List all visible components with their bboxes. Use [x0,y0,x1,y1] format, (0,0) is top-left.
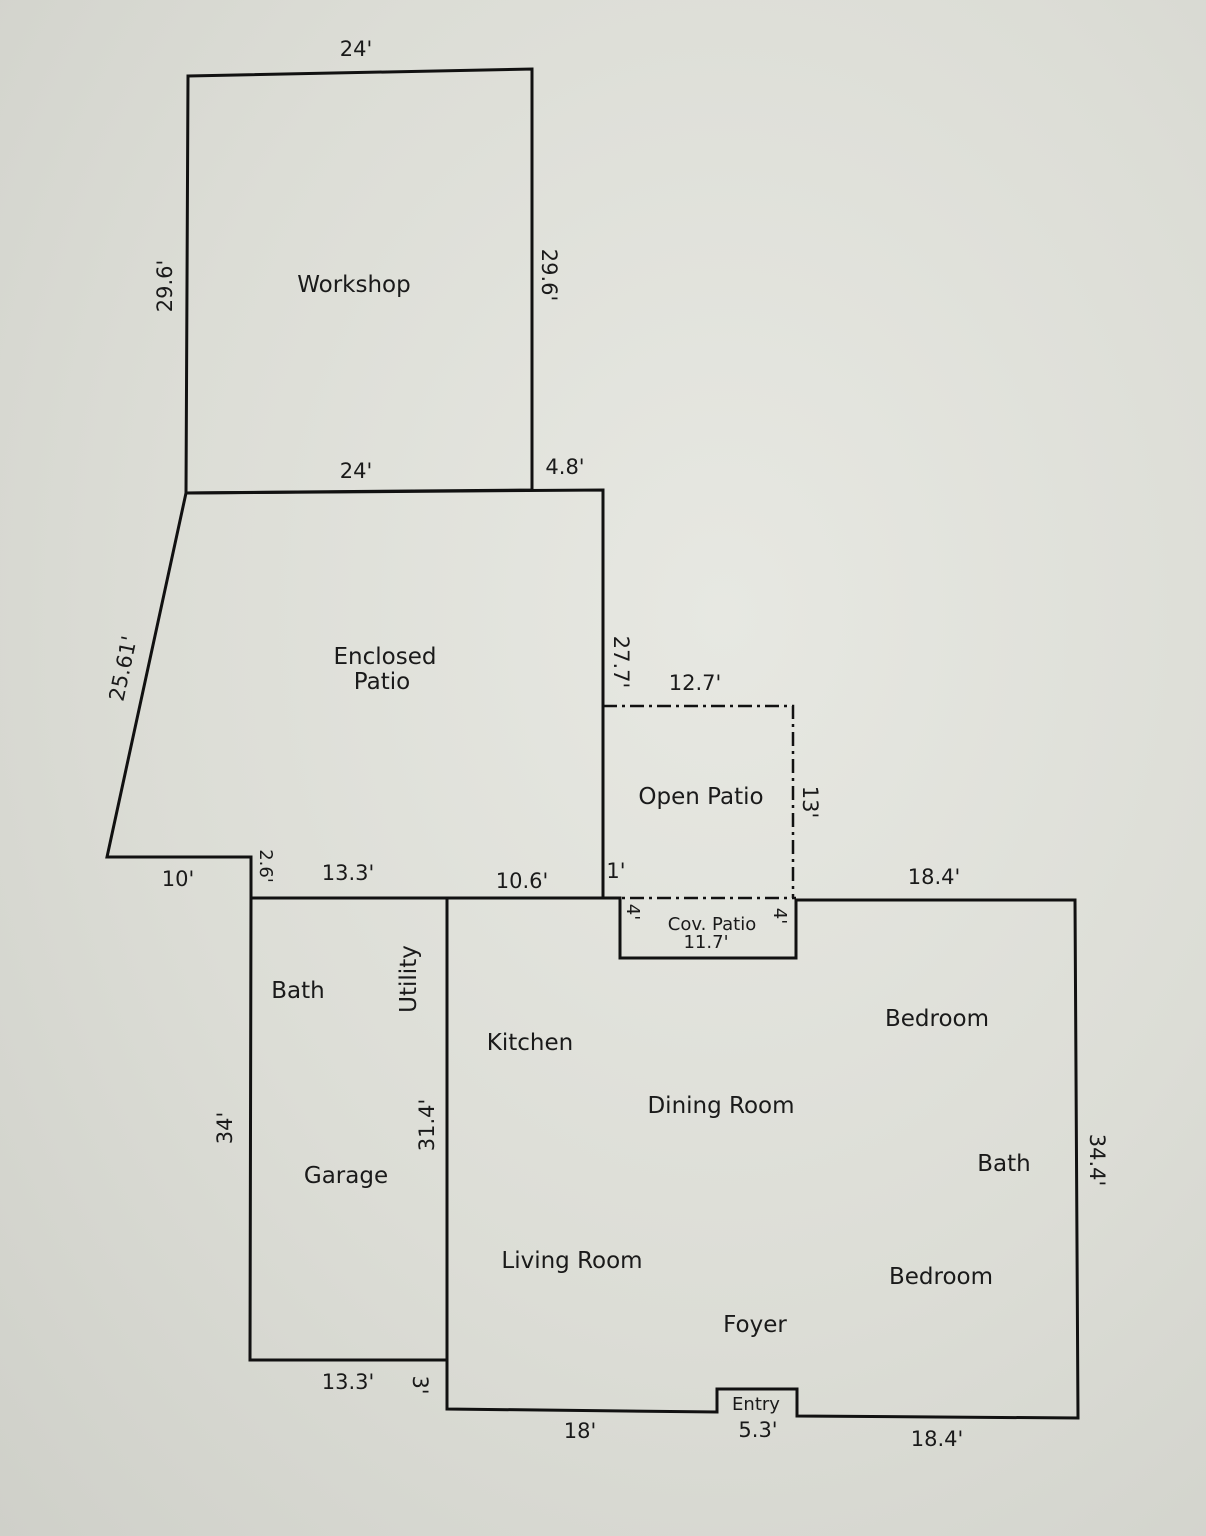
dim-utility-wall: 31.4' [415,1099,439,1152]
dim-workshop-top: 24' [340,37,373,61]
dim-cov-patio-left: 4' [622,904,643,920]
dining-room-label: Dining Room [647,1093,794,1119]
dim-patio-top-ext: 4.8' [545,455,584,479]
main-bath-label: Bath [977,1151,1030,1177]
foyer-label: Foyer [723,1312,787,1338]
dim-workshop-right: 29.6' [537,249,561,302]
dim-cov-patio-right: 4' [769,908,790,924]
garage-label: Garage [304,1163,388,1189]
living-room-label: Living Room [501,1248,642,1274]
dim-jog-1: 1' [606,859,625,883]
dim-house-right: 34.4' [1085,1134,1109,1187]
enclosed-patio-label-line1: Enclosed [334,644,437,670]
dim-patio-right: 27.7' [609,636,633,689]
workshop-label: Workshop [297,272,410,298]
dim-open-patio-top: 12.7' [669,671,722,695]
entry-label: Entry [732,1394,780,1415]
dim-kitchen-top: 10.6' [496,869,549,893]
dim-cov-patio-bottom: 11.7' [683,932,728,953]
dim-bedroom-top: 18.4' [908,865,961,889]
dim-house-bottom-right: 18.4' [911,1427,964,1451]
dim-open-patio-right: 13' [798,786,822,819]
bedroom-2-label: Bedroom [889,1264,993,1290]
enclosed-patio-label-line2: Patio [354,669,410,695]
dim-patio-bottom-left: 10' [162,867,195,891]
dim-entry-width: 5.3' [738,1418,777,1442]
main-house-outline [445,896,1080,1420]
utility-label: Utility [396,945,422,1013]
open-patio-label: Open Patio [638,784,763,810]
dim-workshop-bottom: 24' [340,459,373,483]
kitchen-label: Kitchen [487,1030,573,1056]
garage-bath-label: Bath [271,978,324,1004]
dim-step-down: 2.6' [255,849,276,883]
dim-house-bottom-left: 18' [564,1419,597,1443]
open-patio-dashed-outline [603,704,795,898]
dim-garage-bottom: 13.3' [322,1370,375,1394]
dim-workshop-left: 29.6' [153,260,177,313]
dim-patio-diagonal: 25.61' [105,634,142,703]
dim-garage-left: 34' [213,1112,237,1145]
cov-patio-label: Cov. Patio [668,914,756,935]
bedroom-1-label: Bedroom [885,1006,989,1032]
dim-garage-top: 13.3' [322,861,375,885]
dim-garage-offset: 3' [408,1375,432,1394]
